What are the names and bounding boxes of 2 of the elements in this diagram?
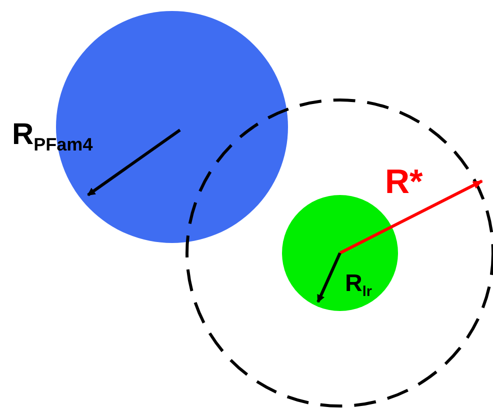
radius-label: R* xyxy=(385,165,423,199)
radius-label: R$_{lr}$ xyxy=(345,272,372,300)
